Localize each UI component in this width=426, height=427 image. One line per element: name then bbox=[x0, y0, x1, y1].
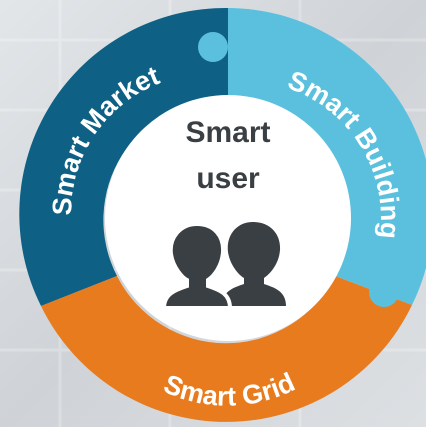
puzzle-knob-right bbox=[369, 277, 399, 307]
puzzle-knob-left bbox=[70, 297, 100, 327]
users-icon bbox=[161, 221, 286, 310]
segment-smart-grid bbox=[41, 276, 412, 422]
center-title-line1: Smart bbox=[185, 116, 270, 149]
center-disk bbox=[105, 95, 351, 341]
center-title-line2: user bbox=[196, 162, 260, 195]
puzzle-knob-top bbox=[198, 32, 228, 62]
segment-smart-building bbox=[228, 8, 426, 305]
segment-smart-market bbox=[19, 7, 228, 306]
